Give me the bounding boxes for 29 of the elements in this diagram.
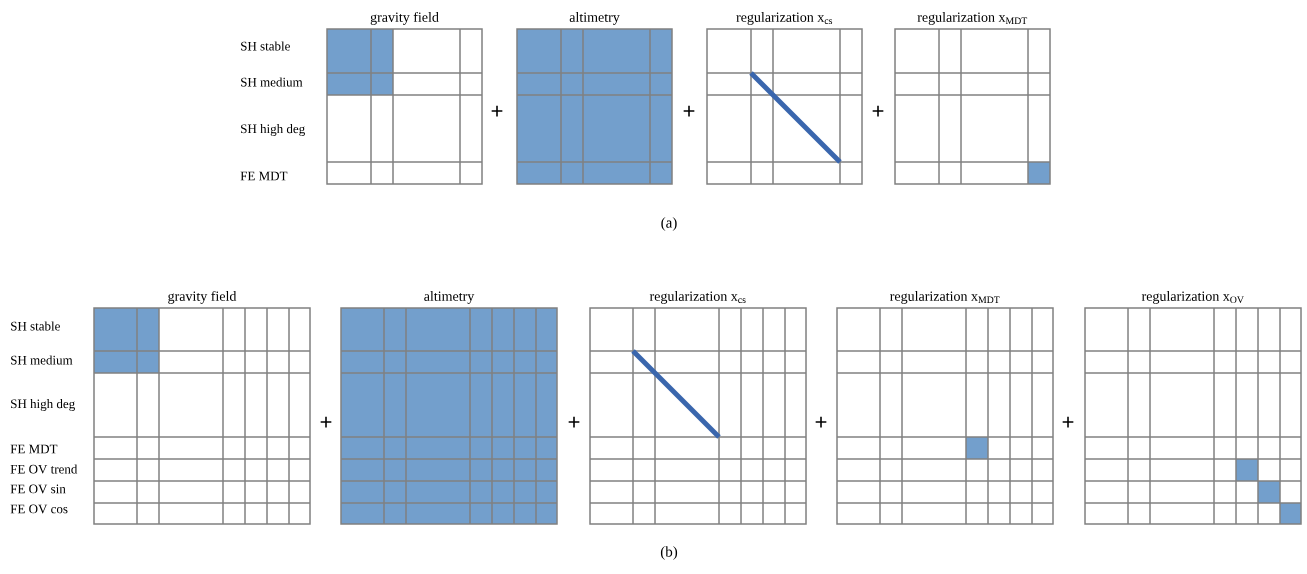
- plus-sign: +: [320, 416, 332, 428]
- row-label: SH stable: [241, 41, 290, 51]
- row-label: FE MDT: [240, 171, 288, 181]
- matrix-title: regularization x$_{cs}$: [649, 291, 746, 304]
- panel-caption: (b): [660, 546, 678, 560]
- row-label: SH high deg: [241, 124, 305, 136]
- row-label: SH high deg: [11, 399, 75, 411]
- row-label: SH stable: [11, 321, 60, 331]
- matrix-title: regularization x$_{MDT}$: [917, 12, 1028, 25]
- matrix-title: altimetry: [424, 291, 475, 304]
- matrix-title: altimetry: [569, 12, 620, 25]
- matrix-title: gravity field: [370, 11, 439, 25]
- matrix-title: regularization x$_{cs}$: [736, 12, 833, 25]
- row-label: FE MDT: [10, 444, 58, 454]
- plus-sign: +: [491, 105, 503, 117]
- matrix-title: gravity field: [168, 290, 237, 304]
- matrix-title: regularization x$_{OV}$: [1141, 291, 1244, 304]
- row-label: FE OV trend: [10, 464, 78, 474]
- plus-sign: +: [1062, 416, 1074, 428]
- panel-caption: (a): [661, 217, 677, 231]
- plus-sign: +: [683, 105, 695, 117]
- row-label: FE OV sin: [10, 484, 66, 494]
- plus-sign: +: [872, 105, 884, 117]
- plus-sign: +: [815, 416, 827, 428]
- plus-sign: +: [568, 416, 580, 428]
- row-label: SH medium: [241, 77, 303, 87]
- row-label: FE OV cos: [10, 504, 68, 514]
- matrix-title: regularization x$_{MDT}$: [890, 291, 1000, 304]
- row-label: SH medium: [11, 355, 73, 365]
